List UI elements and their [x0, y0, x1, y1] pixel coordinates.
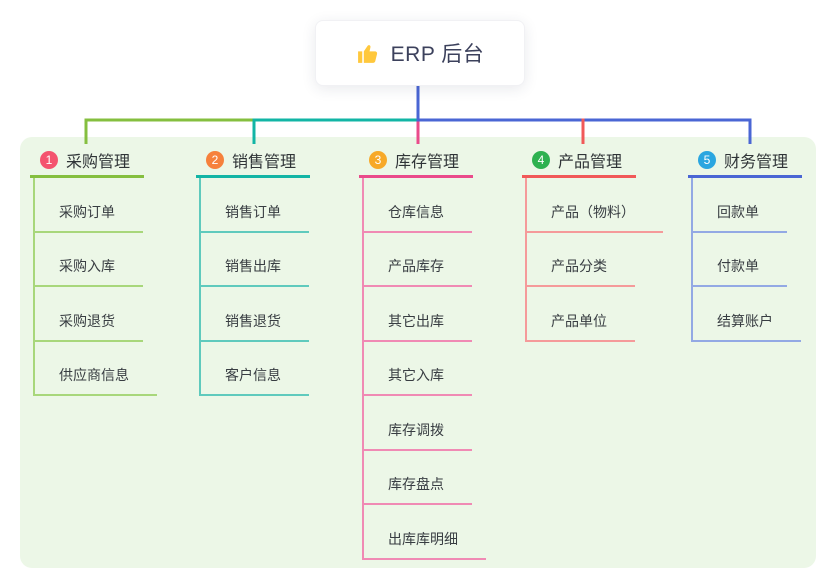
child-node[interactable]: 采购退货: [35, 287, 143, 342]
child-node[interactable]: 采购订单: [35, 178, 143, 233]
branch-title[interactable]: 2 销售管理: [196, 147, 311, 178]
branch-number-badge: 2: [206, 151, 224, 169]
child-node[interactable]: 库存调拨: [364, 396, 472, 451]
child-node[interactable]: 其它入库: [364, 342, 472, 396]
child-node[interactable]: 结算账户: [693, 287, 801, 342]
child-node[interactable]: 库存盘点: [364, 451, 472, 505]
branch-number-badge: 3: [369, 151, 387, 169]
branch-3: 3 库存管理 仓库信息产品库存其它出库其它入库库存调拨库存盘点出库库明细: [359, 147, 486, 560]
root-node-label: ERP 后台: [390, 43, 485, 66]
branch-title-label: 库存管理: [395, 154, 460, 171]
branch-5: 5 财务管理 回款单付款单结算账户: [688, 147, 803, 342]
branch-children: 仓库信息产品库存其它出库其它入库库存调拨库存盘点出库库明细: [362, 178, 486, 560]
branch-number-badge: 5: [698, 151, 716, 169]
child-node[interactable]: 产品分类: [527, 233, 635, 287]
child-node[interactable]: 回款单: [693, 178, 787, 233]
child-node[interactable]: 仓库信息: [364, 178, 472, 233]
branch-children: 回款单付款单结算账户: [691, 178, 801, 342]
thumbs-up-icon: [357, 44, 377, 63]
branch-title[interactable]: 5 财务管理: [688, 147, 803, 178]
branch-1: 1 采购管理 采购订单采购入库采购退货供应商信息: [30, 147, 157, 396]
branch-number-badge: 1: [40, 151, 58, 169]
child-node[interactable]: 付款单: [693, 233, 787, 287]
branch-title-label: 销售管理: [232, 154, 297, 171]
child-node[interactable]: 销售退货: [201, 287, 309, 342]
child-node[interactable]: 客户信息: [201, 342, 309, 396]
child-node[interactable]: 产品库存: [364, 233, 472, 287]
child-node[interactable]: 出库库明细: [364, 505, 486, 560]
branches-panel: [20, 137, 816, 568]
root-node[interactable]: ERP 后台: [315, 20, 525, 86]
branch-title[interactable]: 1 采购管理: [30, 147, 145, 178]
child-node[interactable]: 产品单位: [527, 287, 635, 342]
branch-4: 4 产品管理 产品（物料）产品分类产品单位: [522, 147, 663, 342]
branch-title-label: 采购管理: [66, 154, 131, 171]
branch-title[interactable]: 4 产品管理: [522, 147, 637, 178]
branch-number-badge: 4: [532, 151, 550, 169]
branch-title[interactable]: 3 库存管理: [359, 147, 474, 178]
child-node[interactable]: 供应商信息: [35, 342, 157, 396]
child-node[interactable]: 销售出库: [201, 233, 309, 287]
child-node[interactable]: 采购入库: [35, 233, 143, 287]
branch-2: 2 销售管理 销售订单销售出库销售退货客户信息: [196, 147, 311, 396]
branch-children: 销售订单销售出库销售退货客户信息: [199, 178, 309, 396]
branch-children: 采购订单采购入库采购退货供应商信息: [33, 178, 157, 396]
child-node[interactable]: 其它出库: [364, 287, 472, 342]
branch-title-label: 产品管理: [558, 154, 623, 171]
child-node[interactable]: 产品（物料）: [527, 178, 663, 233]
branch-children: 产品（物料）产品分类产品单位: [525, 178, 663, 342]
branch-title-label: 财务管理: [724, 154, 789, 171]
child-node[interactable]: 销售订单: [201, 178, 309, 233]
